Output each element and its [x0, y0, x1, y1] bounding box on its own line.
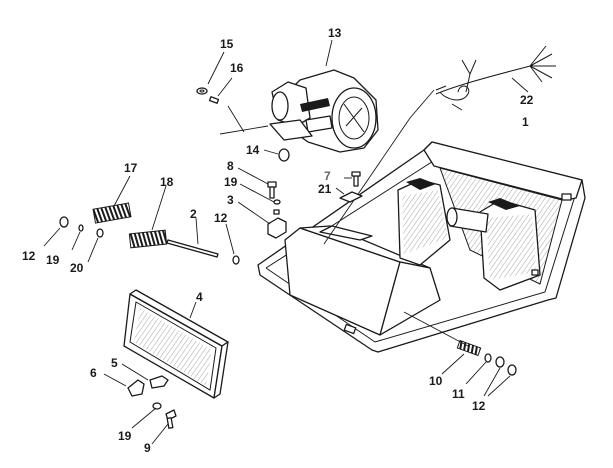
callout-2: 2: [190, 207, 197, 221]
spring-part-10: [456, 339, 482, 357]
bolt-part-8: [267, 181, 277, 199]
callout-8: 8: [227, 159, 234, 173]
screw-part-9: [165, 409, 177, 429]
callout-15: 15: [220, 37, 234, 51]
callout-3: 3: [227, 193, 234, 207]
callout-6: 6: [90, 366, 97, 380]
blower-part-13: [269, 69, 379, 153]
callout-5: 5: [111, 356, 118, 370]
callout-7: 7: [324, 169, 331, 183]
callout-20: 20: [70, 261, 84, 275]
spring-part-18: [128, 229, 168, 249]
washer-part-20: [96, 228, 104, 238]
nut-part-12-left: [59, 216, 69, 228]
clip-part-14: [278, 148, 290, 162]
callout-12-right: 12: [472, 399, 486, 413]
callout-4: 4: [196, 290, 203, 304]
callout-12-mid: 12: [214, 211, 228, 225]
washer-part-19-bottom: [152, 402, 162, 410]
pin-part-16: [208, 96, 220, 104]
rod-part-2: [166, 239, 219, 258]
callout-10: 10: [429, 374, 443, 388]
callout-21: 21: [318, 182, 332, 196]
grommet-part-15: [196, 87, 208, 95]
nut-part-12-right-b: [507, 364, 517, 376]
screw-part-7: [351, 171, 361, 187]
callout-labels: 1 2 3 4 5 6 7 8 9 10 11 12 12 12 13 14 1…: [22, 26, 534, 455]
housing-part-1: [257, 141, 586, 353]
callout-22: 22: [520, 93, 534, 107]
callout-17: 17: [124, 161, 138, 175]
clip-part-5: [149, 375, 169, 389]
nut-part-12-right-a: [495, 356, 505, 368]
nut-part-12-mid: [232, 255, 240, 265]
callout-14: 14: [246, 143, 260, 157]
callout-11: 11: [452, 387, 465, 401]
washer-part-11: [484, 353, 492, 363]
callout-12-left: 12: [22, 249, 36, 263]
spring-part-17: [92, 202, 132, 224]
callout-19-mid: 19: [224, 175, 238, 189]
knob-part-6: [127, 379, 145, 397]
bracket-part-3: [267, 209, 287, 239]
callout-9: 9: [144, 441, 151, 455]
washer-part-19-left: [78, 224, 84, 232]
filter-frame-part-4: [123, 289, 229, 399]
bracket-part-21: [339, 191, 363, 203]
washer-part-19-mid: [273, 199, 281, 205]
callout-16: 16: [230, 61, 244, 75]
wiring-harness-part-22: [435, 45, 556, 111]
callout-19-bottom: 19: [118, 429, 132, 443]
callout-1: 1: [522, 115, 529, 129]
callout-13: 13: [328, 26, 342, 40]
callout-19-left: 19: [46, 253, 60, 267]
callout-18: 18: [160, 175, 174, 189]
